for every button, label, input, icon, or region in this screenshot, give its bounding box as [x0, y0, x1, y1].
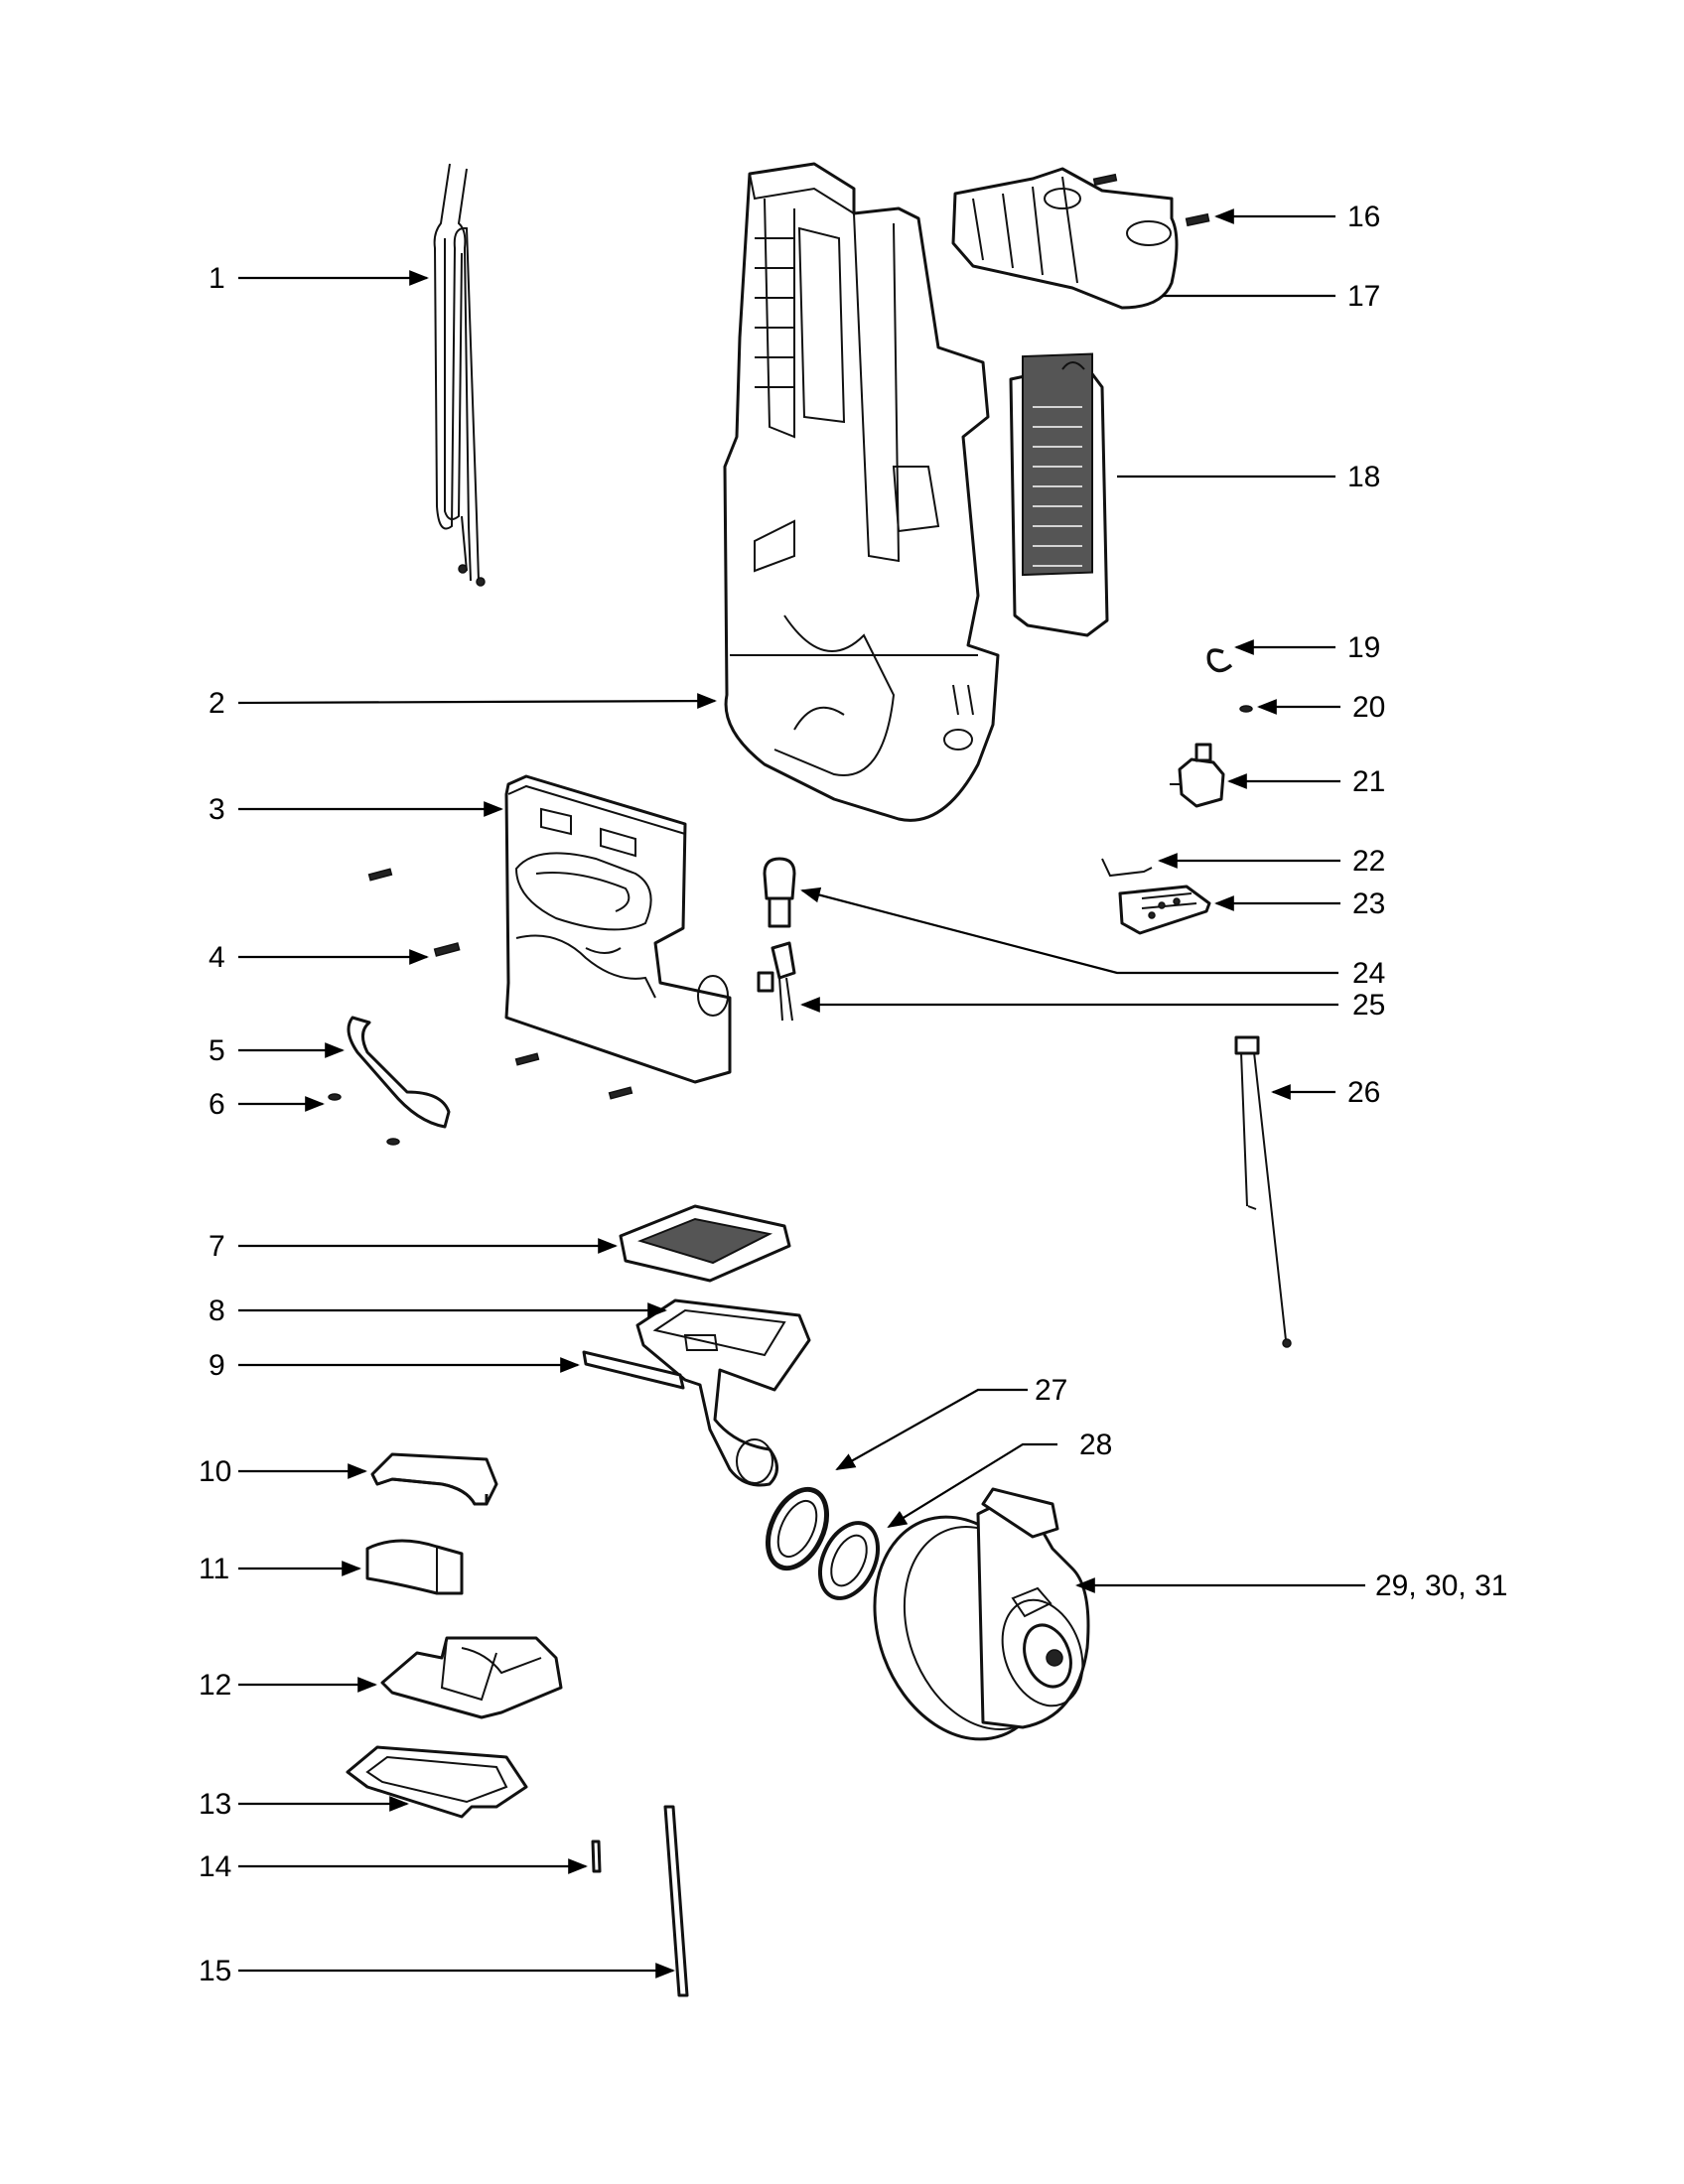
callout-7: 7 — [209, 1230, 225, 1263]
callout-16: 16 — [1347, 201, 1380, 233]
part-motor — [873, 1487, 1090, 1741]
callout-24: 24 — [1352, 957, 1385, 990]
callout-22: 22 — [1352, 845, 1385, 878]
part-seal-ring — [765, 1486, 830, 1571]
leader-2 — [237, 693, 717, 709]
part-main-housing — [723, 162, 1000, 822]
leader-27 — [835, 1388, 1028, 1470]
callout-4: 4 — [209, 941, 225, 974]
callout-20: 20 — [1352, 691, 1385, 724]
part-pin-14 — [591, 1840, 602, 1873]
callout-1: 1 — [209, 262, 225, 295]
part-bulb-socket — [757, 941, 796, 1022]
callout-12: 12 — [199, 1669, 231, 1702]
part-gasket-frame — [346, 1745, 528, 1819]
callout-29-30-31: 29, 30, 31 — [1375, 1570, 1507, 1602]
callout-6: 6 — [209, 1088, 225, 1121]
callout-26: 26 — [1347, 1076, 1380, 1109]
leader-28 — [887, 1442, 1057, 1529]
part-tray — [380, 1636, 563, 1719]
callout-10: 10 — [199, 1455, 231, 1488]
callout-labels: 1 2 3 4 5 6 7 8 9 10 11 12 13 14 15 16 1… — [199, 201, 1507, 1987]
leader-24 — [800, 887, 1338, 975]
part-front-panel — [504, 774, 732, 1084]
callout-17: 17 — [1347, 280, 1380, 313]
callout-2: 2 — [209, 687, 225, 720]
part-screws-4 — [367, 868, 633, 1100]
part-screw-20 — [1239, 705, 1253, 713]
part-filter — [1009, 352, 1109, 637]
leader-lines — [237, 208, 1365, 1979]
part-top-cover — [951, 167, 1179, 310]
part-power-cord — [433, 163, 486, 587]
part-rod-9 — [582, 1350, 685, 1390]
callout-8: 8 — [209, 1295, 225, 1327]
part-foam-block — [365, 1539, 464, 1595]
callout-3: 3 — [209, 793, 225, 826]
part-screws-6 — [328, 1093, 400, 1146]
part-foam-frame — [370, 1452, 498, 1506]
part-bumper-trim — [347, 1016, 451, 1129]
part-switch — [1170, 743, 1225, 808]
callout-27: 27 — [1035, 1374, 1067, 1407]
part-axle-15 — [663, 1805, 689, 1997]
part-screws-16 — [1092, 173, 1210, 227]
part-circuit-board — [1118, 885, 1211, 935]
callout-15: 15 — [199, 1955, 231, 1987]
callout-18: 18 — [1347, 461, 1380, 493]
callout-9: 9 — [209, 1349, 225, 1382]
callout-25: 25 — [1352, 989, 1385, 1022]
callout-13: 13 — [199, 1788, 231, 1821]
callout-5: 5 — [209, 1034, 225, 1067]
part-bulb — [763, 857, 796, 928]
callout-19: 19 — [1347, 631, 1380, 664]
part-filter-housing — [635, 1298, 811, 1487]
part-wire-harness — [1234, 1035, 1292, 1348]
callout-21: 21 — [1352, 765, 1385, 798]
part-grille — [619, 1204, 791, 1283]
callout-23: 23 — [1352, 887, 1385, 920]
part-clip-19 — [1206, 648, 1233, 673]
callout-14: 14 — [199, 1850, 231, 1883]
part-wire-22 — [1101, 858, 1153, 878]
part-gasket — [817, 1521, 881, 1600]
callout-11: 11 — [199, 1553, 229, 1585]
callout-28: 28 — [1079, 1429, 1112, 1461]
